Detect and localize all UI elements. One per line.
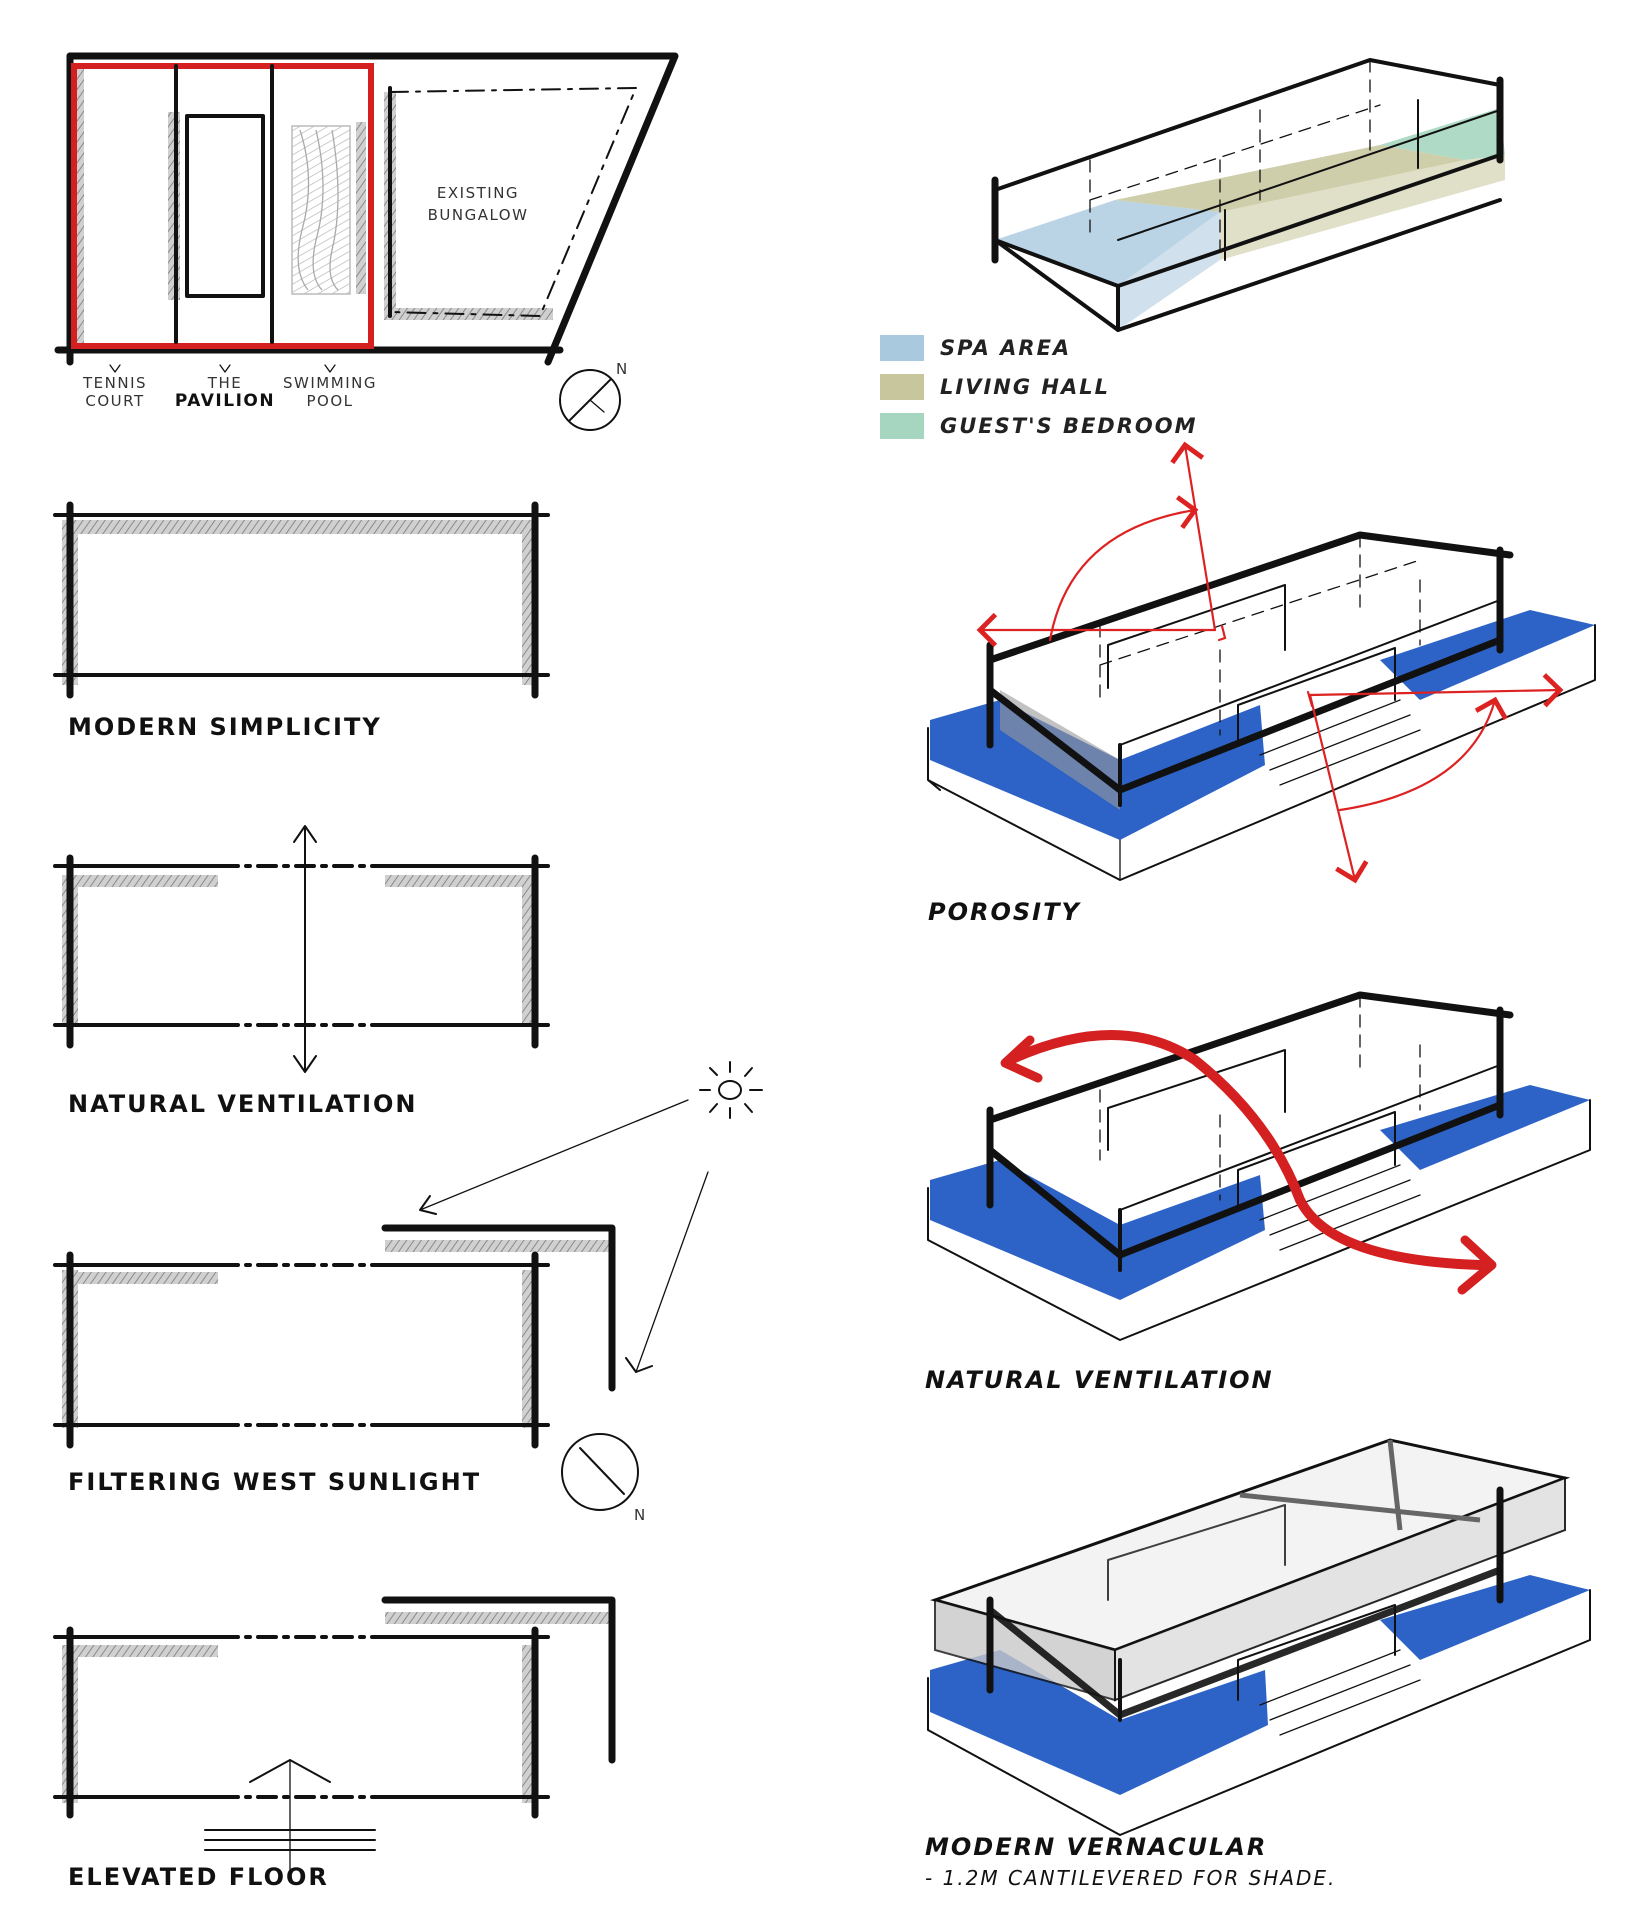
legend-item-living: LIVING HALL (880, 374, 1110, 400)
legend-item-bedroom: GUEST'S BEDROOM (880, 413, 1198, 439)
caption-modern-simplicity: MODERN SIMPLICITY (68, 713, 382, 741)
svg-text:THE: THE (207, 374, 242, 392)
pavilion-footprint (187, 116, 263, 296)
site-compass-icon: N (560, 360, 629, 430)
pool-footprint (292, 126, 350, 294)
plan-filtering-sunlight: N FILTERING WEST SUNLIGHT (55, 1062, 762, 1524)
program-legend: SPA AREA LIVING HALL GUEST'S BEDROOM (880, 335, 1198, 439)
porosity-axonometric: POROSITY (928, 445, 1595, 926)
sunlight-compass-icon: N (562, 1434, 647, 1524)
svg-text:LIVING HALL: LIVING HALL (940, 375, 1110, 399)
sun-icon (700, 1062, 762, 1118)
caption-modern-vernacular: MODERN VERNACULAR (925, 1833, 1267, 1861)
svg-text:PAVILION: PAVILION (175, 391, 275, 411)
svg-text:TENNIS: TENNIS (82, 374, 147, 392)
bungalow-outline (390, 88, 636, 316)
vernacular-axonometric: MODERN VERNACULAR - 1.2M CANTILEVERED FO… (925, 1440, 1590, 1890)
svg-text:POOL: POOL (306, 392, 353, 410)
bungalow-label-line1: EXISTING (437, 184, 519, 202)
svg-text:SPA AREA: SPA AREA (940, 336, 1071, 360)
svg-text:SWIMMING: SWIMMING (283, 374, 377, 392)
caption-natural-ventilation-axo: NATURAL VENTILATION (925, 1366, 1274, 1394)
zone-label-tennis: TENNIS COURT (82, 365, 147, 410)
site-plan: EXISTING BUNGALOW TENNIS COURT THE PAVIL… (58, 56, 675, 430)
caption-porosity: POROSITY (928, 898, 1081, 926)
caption-elevated-floor: ELEVATED FLOOR (68, 1863, 329, 1891)
ventilation-axonometric: NATURAL VENTILATION (925, 995, 1590, 1394)
caption-filtering-west-sunlight: FILTERING WEST SUNLIGHT (68, 1468, 481, 1496)
zone-label-pavilion: THE PAVILION (175, 365, 275, 411)
svg-text:N: N (616, 360, 629, 378)
svg-text:COURT: COURT (85, 392, 144, 410)
caption-natural-ventilation-plan: NATURAL VENTILATION (68, 1090, 418, 1118)
svg-text:N: N (634, 1506, 647, 1524)
program-axonometric (995, 60, 1505, 330)
caption-modern-vernacular-note: - 1.2M CANTILEVERED FOR SHADE. (925, 1866, 1336, 1890)
plan-elevated-floor: ELEVATED FLOOR (55, 1600, 615, 1891)
plan-modern-simplicity: MODERN SIMPLICITY (55, 505, 548, 741)
svg-text:GUEST'S BEDROOM: GUEST'S BEDROOM (940, 414, 1198, 438)
zone-label-pool: SWIMMING POOL (283, 365, 377, 410)
plan-natural-ventilation: NATURAL VENTILATION (55, 826, 548, 1118)
bungalow-label-line2: BUNGALOW (428, 206, 529, 224)
legend-item-spa: SPA AREA (880, 335, 1071, 361)
